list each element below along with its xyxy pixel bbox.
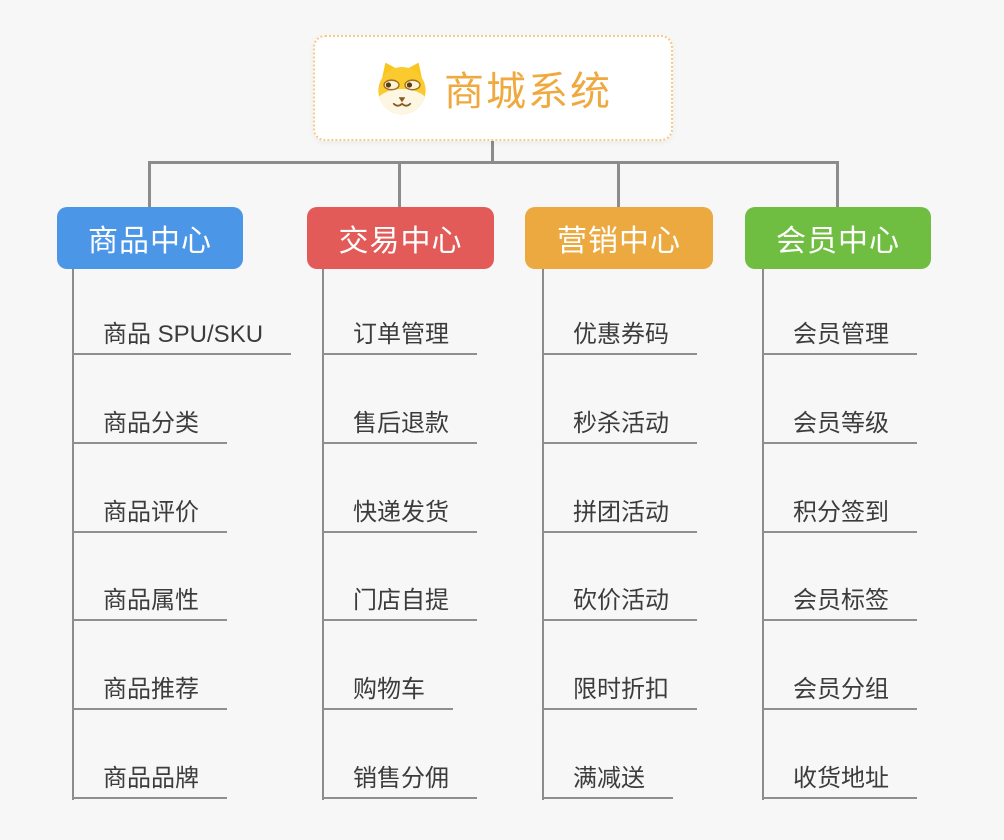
branch-label: 交易中心 [338,225,463,258]
topic-item[interactable]: 秒杀活动 [542,402,697,444]
topic-item[interactable]: 砍价活动 [542,579,697,621]
connector-branch-stub [398,161,401,208]
topic-item[interactable]: 销售分佣 [322,757,477,799]
connector-child-spine [762,269,764,800]
topic-item[interactable]: 购物车 [322,668,453,710]
topic-item[interactable]: 会员管理 [762,313,917,355]
topic-item[interactable]: 商品评价 [72,491,227,533]
branch-node-marketing-center[interactable]: 营销中心 [525,207,713,269]
connector-branch-stub [148,161,151,208]
branch-node-member-center[interactable]: 会员中心 [745,207,931,269]
connector-branch-stub [617,161,620,208]
topic-item[interactable]: 快递发货 [322,491,477,533]
connector-child-spine [322,269,324,800]
branch-label: 营销中心 [557,225,681,258]
topic-item[interactable]: 门店自提 [322,579,477,621]
root-title: 商城系统 [444,70,612,114]
topic-item[interactable]: 会员等级 [762,402,917,444]
topic-item[interactable]: 会员分组 [762,668,917,710]
connector-branch-stub [836,161,839,208]
topic-item[interactable]: 满减送 [542,757,673,799]
topic-item[interactable]: 积分签到 [762,491,917,533]
topic-item[interactable]: 限时折扣 [542,668,697,710]
topic-item[interactable]: 收货地址 [762,757,917,799]
connector-trunk-horizontal [148,161,839,164]
connector-child-spine [542,269,544,800]
topic-item[interactable]: 商品分类 [72,402,227,444]
topic-item[interactable]: 售后退款 [322,402,477,444]
branch-node-product-center[interactable]: 商品中心 [57,207,243,269]
branch-label: 会员中心 [776,225,900,258]
topic-item[interactable]: 会员标签 [762,579,917,621]
branch-label: 商品中心 [88,225,212,258]
connector-child-spine [72,269,74,800]
topic-item[interactable]: 商品 SPU/SKU [72,313,292,355]
topic-item[interactable]: 商品品牌 [72,757,227,799]
root-node[interactable]: 商城系统 [313,35,673,141]
topic-item[interactable]: 优惠券码 [542,313,697,355]
connector-root-stub [491,141,494,162]
dog-face-icon [378,62,426,115]
topic-item[interactable]: 订单管理 [322,313,477,355]
branch-node-trade-center[interactable]: 交易中心 [307,207,494,269]
topic-item[interactable]: 商品属性 [72,579,227,621]
topic-item[interactable]: 拼团活动 [542,491,697,533]
topic-item[interactable]: 商品推荐 [72,668,227,710]
